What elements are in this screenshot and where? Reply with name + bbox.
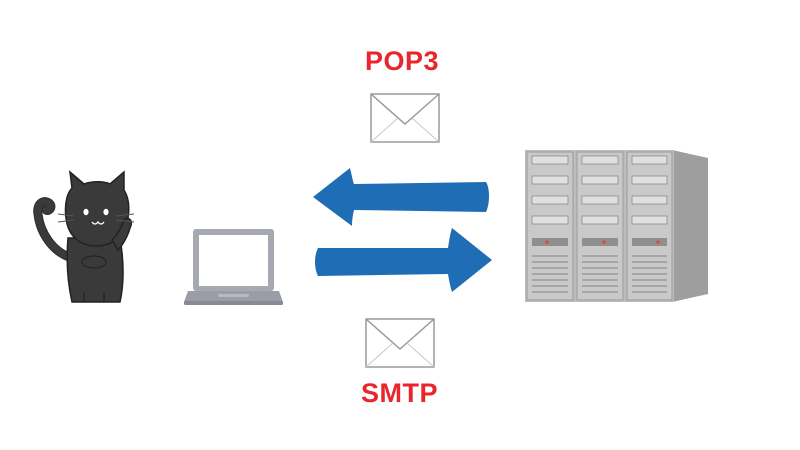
server-rack-icon bbox=[525, 150, 708, 302]
envelope-icon bbox=[365, 318, 435, 368]
envelope-icon bbox=[370, 93, 440, 143]
pop3-label: POP3 bbox=[365, 46, 440, 76]
server-unit bbox=[576, 151, 624, 301]
arrow-left-icon bbox=[313, 168, 489, 226]
server-unit bbox=[626, 151, 673, 301]
arrow-right-icon bbox=[315, 228, 492, 292]
server-unit bbox=[526, 151, 574, 301]
laptop-icon bbox=[184, 229, 283, 305]
smtp-label: SMTP bbox=[361, 378, 439, 408]
cat-icon bbox=[33, 170, 135, 303]
